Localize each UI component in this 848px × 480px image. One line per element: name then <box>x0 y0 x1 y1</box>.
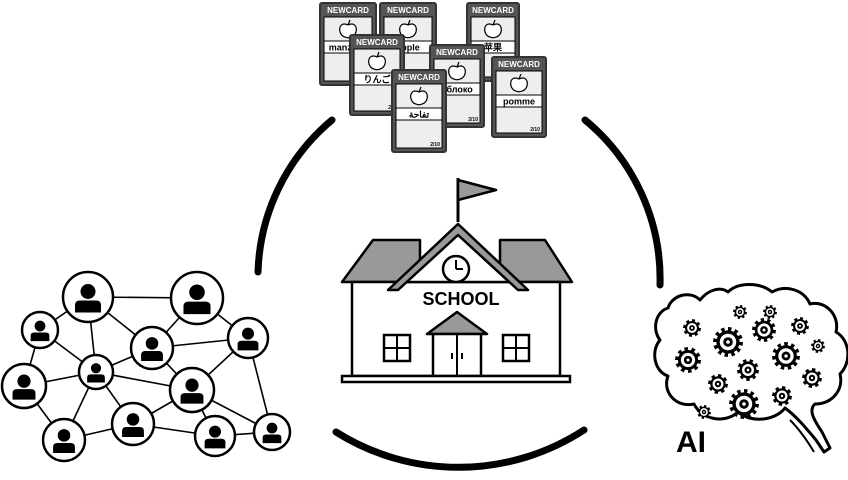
card-word: pomme <box>503 97 535 107</box>
person-icon <box>110 401 156 447</box>
card-word: яблоко <box>441 85 473 95</box>
card-title: NEWCARD <box>436 48 478 57</box>
person-icon <box>77 353 115 391</box>
gear-icon <box>675 347 701 373</box>
card-word: تفاحة <box>409 110 430 120</box>
ai-brain: AI <box>653 283 848 459</box>
gear-icon <box>772 386 792 406</box>
person-icon <box>0 362 48 410</box>
card-number: 2/10 <box>430 142 440 148</box>
person-icon <box>226 316 270 360</box>
gear-icon <box>811 339 825 353</box>
apple-icon <box>484 19 502 39</box>
person-icon <box>168 366 216 414</box>
brain-stem <box>789 419 815 453</box>
card-title: NEWCARD <box>398 73 440 82</box>
gear-icon <box>733 305 747 319</box>
card-word: 苹果 <box>484 42 503 53</box>
school-base <box>340 374 572 384</box>
apple-icon <box>510 73 528 93</box>
cycle-arcs <box>254 116 664 471</box>
person-icon <box>61 270 115 324</box>
gear-icon <box>708 374 728 394</box>
people-network <box>0 270 292 463</box>
flashcard-stack: NEWCARDmanzana2/10NEWCARDapple2/10NEWCAR… <box>319 2 547 153</box>
gear-icon <box>752 318 776 342</box>
gear-icon <box>683 319 701 337</box>
flashcard: NEWCARD تفاحة 2/10 <box>391 69 447 153</box>
arc-bottom <box>332 426 588 471</box>
card-number: 2/10 <box>468 117 478 123</box>
gear-icon <box>763 305 777 319</box>
window-right <box>501 333 531 363</box>
person-icon <box>41 417 87 463</box>
arc-top-left <box>254 116 336 276</box>
roof-center <box>386 222 530 292</box>
apple-icon <box>399 19 417 39</box>
window-left <box>382 333 412 363</box>
school-building: SCHOOL <box>340 178 574 384</box>
gear-icon <box>697 405 711 419</box>
card-title: NEWCARD <box>387 6 429 15</box>
card-title: NEWCARD <box>327 6 369 15</box>
gear-icon <box>737 359 759 381</box>
person-icon <box>129 325 175 371</box>
flashcard: NEWCARD pomme 2/10 <box>491 56 547 138</box>
gear-icon <box>729 389 759 419</box>
apple-icon <box>448 61 466 81</box>
apple-icon <box>410 86 428 106</box>
card-title: NEWCARD <box>472 6 514 15</box>
clock-icon <box>441 254 471 284</box>
card-number: 2/10 <box>530 127 540 133</box>
gear-icon <box>772 342 800 370</box>
school-label: SCHOOL <box>422 289 499 309</box>
ai-label: AI <box>676 426 706 459</box>
gear-cluster <box>675 305 825 419</box>
person-icon <box>193 414 237 458</box>
person-icon <box>169 270 225 326</box>
card-title: NEWCARD <box>356 38 398 47</box>
flag-icon <box>456 178 498 202</box>
gear-icon <box>802 368 822 388</box>
apple-icon <box>368 51 386 71</box>
card-word: りんご <box>363 74 391 85</box>
card-word: manzana <box>329 43 369 53</box>
card-word: apple <box>396 43 420 53</box>
gear-icon <box>791 317 809 335</box>
card-title: NEWCARD <box>498 60 540 69</box>
arc-top-right <box>581 116 664 289</box>
person-icon <box>252 412 292 452</box>
person-icon <box>20 310 60 350</box>
gear-icon <box>713 327 743 357</box>
